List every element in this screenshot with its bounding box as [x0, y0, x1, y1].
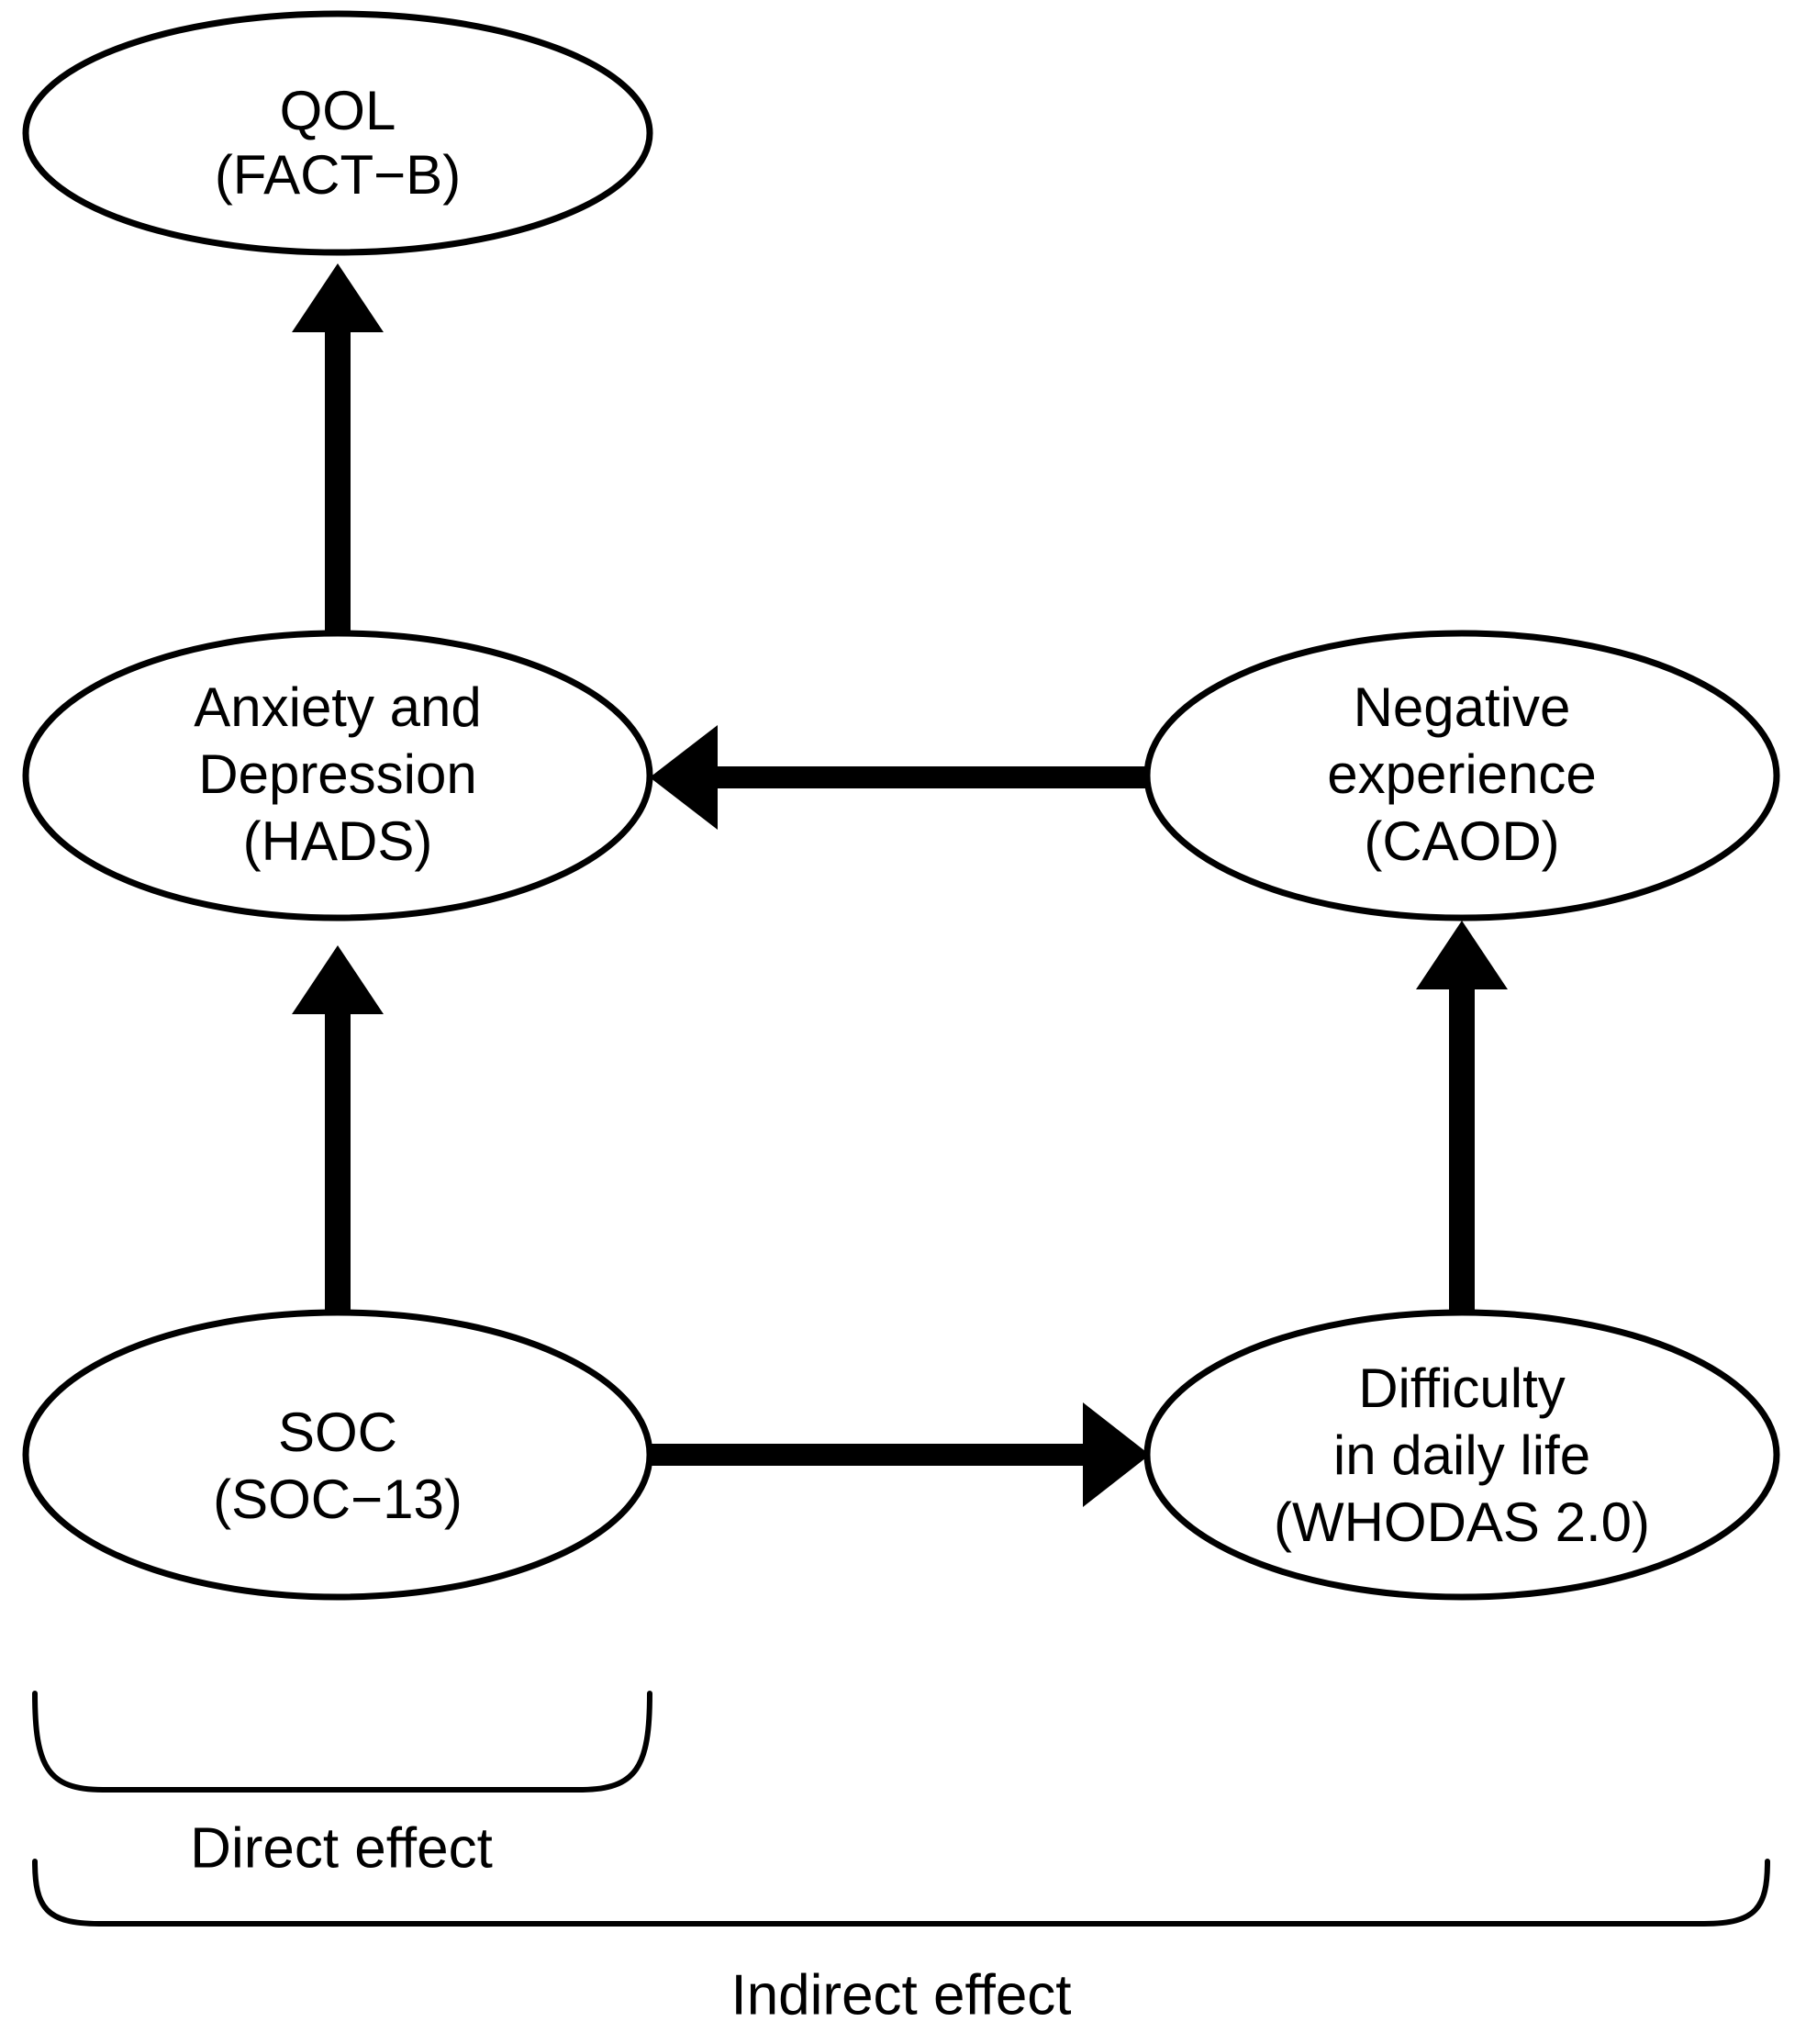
node-qol[interactable]: QOL (FACT−B) — [22, 10, 653, 256]
qol-ellipse[interactable] — [22, 10, 653, 256]
whodas-ellipse[interactable] — [1143, 1309, 1780, 1601]
node-caod[interactable]: Negative experience (CAOD) — [1143, 630, 1780, 921]
soc-label-line1: SOC — [278, 1402, 397, 1463]
caod-label-line1: Negative — [1354, 676, 1571, 738]
hads-label-line3: (HADS) — [243, 810, 433, 872]
edge-soc-to-whodas — [633, 1402, 1150, 1507]
soc-ellipse[interactable] — [22, 1309, 653, 1601]
edge-soc-to-hads — [292, 945, 384, 1320]
brace-indirect-effect: Indirect effect — [32, 1859, 1770, 2027]
arrow-up-whodas-to-caod — [1416, 921, 1508, 1320]
node-soc[interactable]: SOC (SOC−13) — [22, 1309, 653, 1601]
arrow-left-caod-to-hads — [650, 725, 1165, 830]
arrow-up-hads-to-qol — [292, 263, 384, 633]
qol-label-line2: (FACT−B) — [215, 144, 461, 206]
arrow-right-soc-to-whodas — [633, 1402, 1150, 1507]
brace-direct-effect: Direct effect — [32, 1691, 652, 1880]
hads-ellipse[interactable] — [22, 630, 653, 921]
qol-label-line1: QOL — [280, 80, 396, 141]
direct-effect-brace-path — [32, 1691, 652, 1793]
caod-label-line2: experience — [1327, 743, 1597, 805]
node-whodas[interactable]: Difficulty in daily life (WHODAS 2.0) — [1143, 1309, 1780, 1601]
direct-effect-label: Direct effect — [190, 1816, 493, 1880]
node-hads[interactable]: Anxiety and Depression (HADS) — [22, 630, 653, 921]
hads-label-line1: Anxiety and — [194, 676, 482, 738]
edge-caod-to-hads — [650, 725, 1165, 830]
hads-label-line2: Depression — [198, 743, 477, 805]
whodas-label-line1: Difficulty — [1358, 1357, 1566, 1419]
caod-label-line3: (CAOD) — [1364, 810, 1559, 872]
soc-label-line2: (SOC−13) — [213, 1469, 463, 1530]
edge-whodas-to-caod — [1416, 921, 1508, 1320]
whodas-label-line2: in daily life — [1333, 1424, 1590, 1486]
caod-ellipse[interactable] — [1143, 630, 1780, 921]
whodas-label-line3: (WHODAS 2.0) — [1274, 1491, 1650, 1553]
indirect-effect-brace-path — [32, 1859, 1770, 1927]
arrow-up-soc-to-hads — [292, 945, 384, 1320]
indirect-effect-label: Indirect effect — [730, 1963, 1071, 2027]
edge-hads-to-qol — [292, 263, 384, 633]
